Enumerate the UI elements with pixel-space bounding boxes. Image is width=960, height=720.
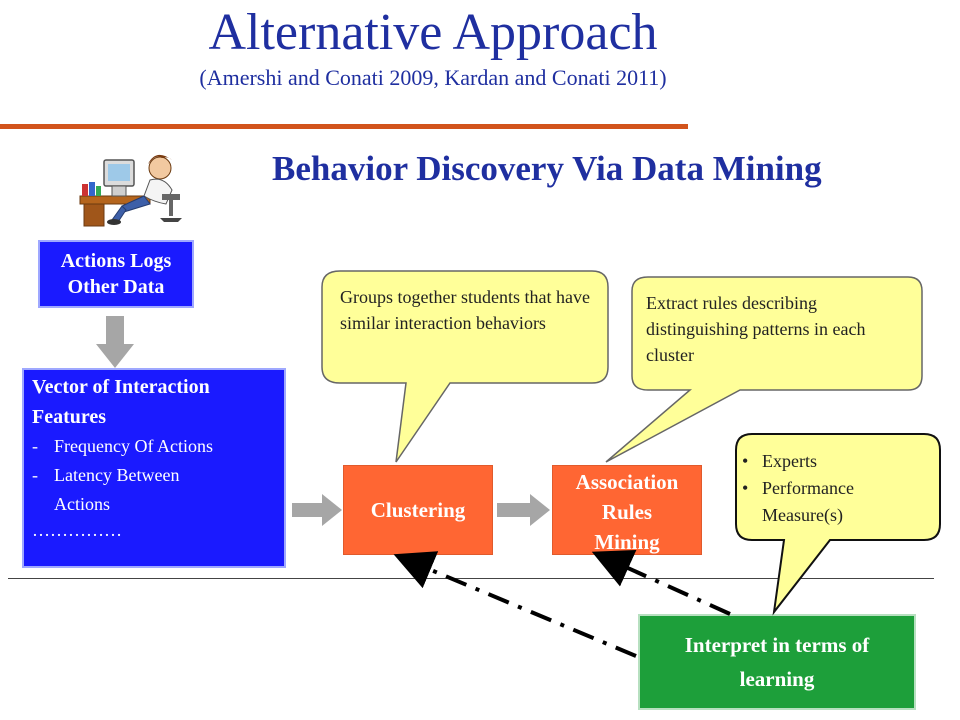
list-item-continuation: Measure(s) bbox=[762, 505, 843, 525]
interpret-learning-box: Interpret in terms of learning bbox=[638, 614, 916, 710]
right-arrow-to-association bbox=[497, 494, 550, 526]
user-at-computer-icon bbox=[79, 154, 182, 227]
actions-logs-box: Actions Logs Other Data bbox=[38, 240, 194, 308]
association-rules-mining-box: Association Rules Mining bbox=[552, 465, 702, 555]
features-list: -Frequency Of Actions -Latency Between A… bbox=[32, 432, 276, 519]
title-divider bbox=[0, 124, 688, 129]
feature-item-text: Latency Between bbox=[54, 465, 180, 485]
interaction-features-box: Vector of Interaction Features -Frequenc… bbox=[22, 368, 286, 568]
section-heading: Behavior Discovery Via Data Mining bbox=[272, 149, 822, 188]
features-ellipsis: …………… bbox=[32, 520, 122, 540]
list-item-text: Performance bbox=[762, 478, 854, 498]
assoc-label-line3: Mining bbox=[594, 530, 660, 554]
slide-subtitle: (Amershi and Conati 2009, Kardan and Con… bbox=[199, 65, 667, 90]
clustering-callout-text: Groups together students that have simil… bbox=[340, 287, 590, 333]
assoc-label-line1: Association bbox=[575, 470, 679, 494]
feature-item-continuation: Actions bbox=[54, 494, 110, 514]
list-item: Experts bbox=[740, 448, 930, 475]
features-title-line2: Features bbox=[32, 406, 107, 428]
down-arrow bbox=[96, 316, 134, 368]
feature-item-text: Frequency Of Actions bbox=[54, 436, 213, 456]
feature-item: -Frequency Of Actions bbox=[32, 432, 276, 461]
slide-title: Alternative Approach bbox=[208, 4, 658, 61]
clustering-box: Clustering bbox=[343, 465, 493, 555]
actions-logs-label: Actions Logs bbox=[60, 250, 172, 272]
association-callout-text: Extract rules describing distinguishing … bbox=[646, 293, 866, 365]
list-dash: - bbox=[32, 465, 38, 485]
interpret-label-line1: Interpret in terms of bbox=[684, 633, 870, 657]
features-title-line1: Vector of Interaction bbox=[32, 376, 210, 398]
other-data-label: Other Data bbox=[67, 276, 165, 298]
clustering-label: Clustering bbox=[370, 498, 466, 522]
right-arrow-to-clustering bbox=[292, 494, 342, 526]
feature-item: -Latency Between bbox=[32, 461, 276, 490]
feedback-arrow-to-clustering bbox=[393, 551, 637, 658]
feedback-arrow-to-association bbox=[591, 549, 731, 616]
baseline-rule bbox=[8, 578, 934, 579]
assoc-label-line2: Rules bbox=[601, 500, 653, 524]
interpret-label-line2: learning bbox=[739, 667, 815, 691]
list-dash: - bbox=[32, 436, 38, 456]
